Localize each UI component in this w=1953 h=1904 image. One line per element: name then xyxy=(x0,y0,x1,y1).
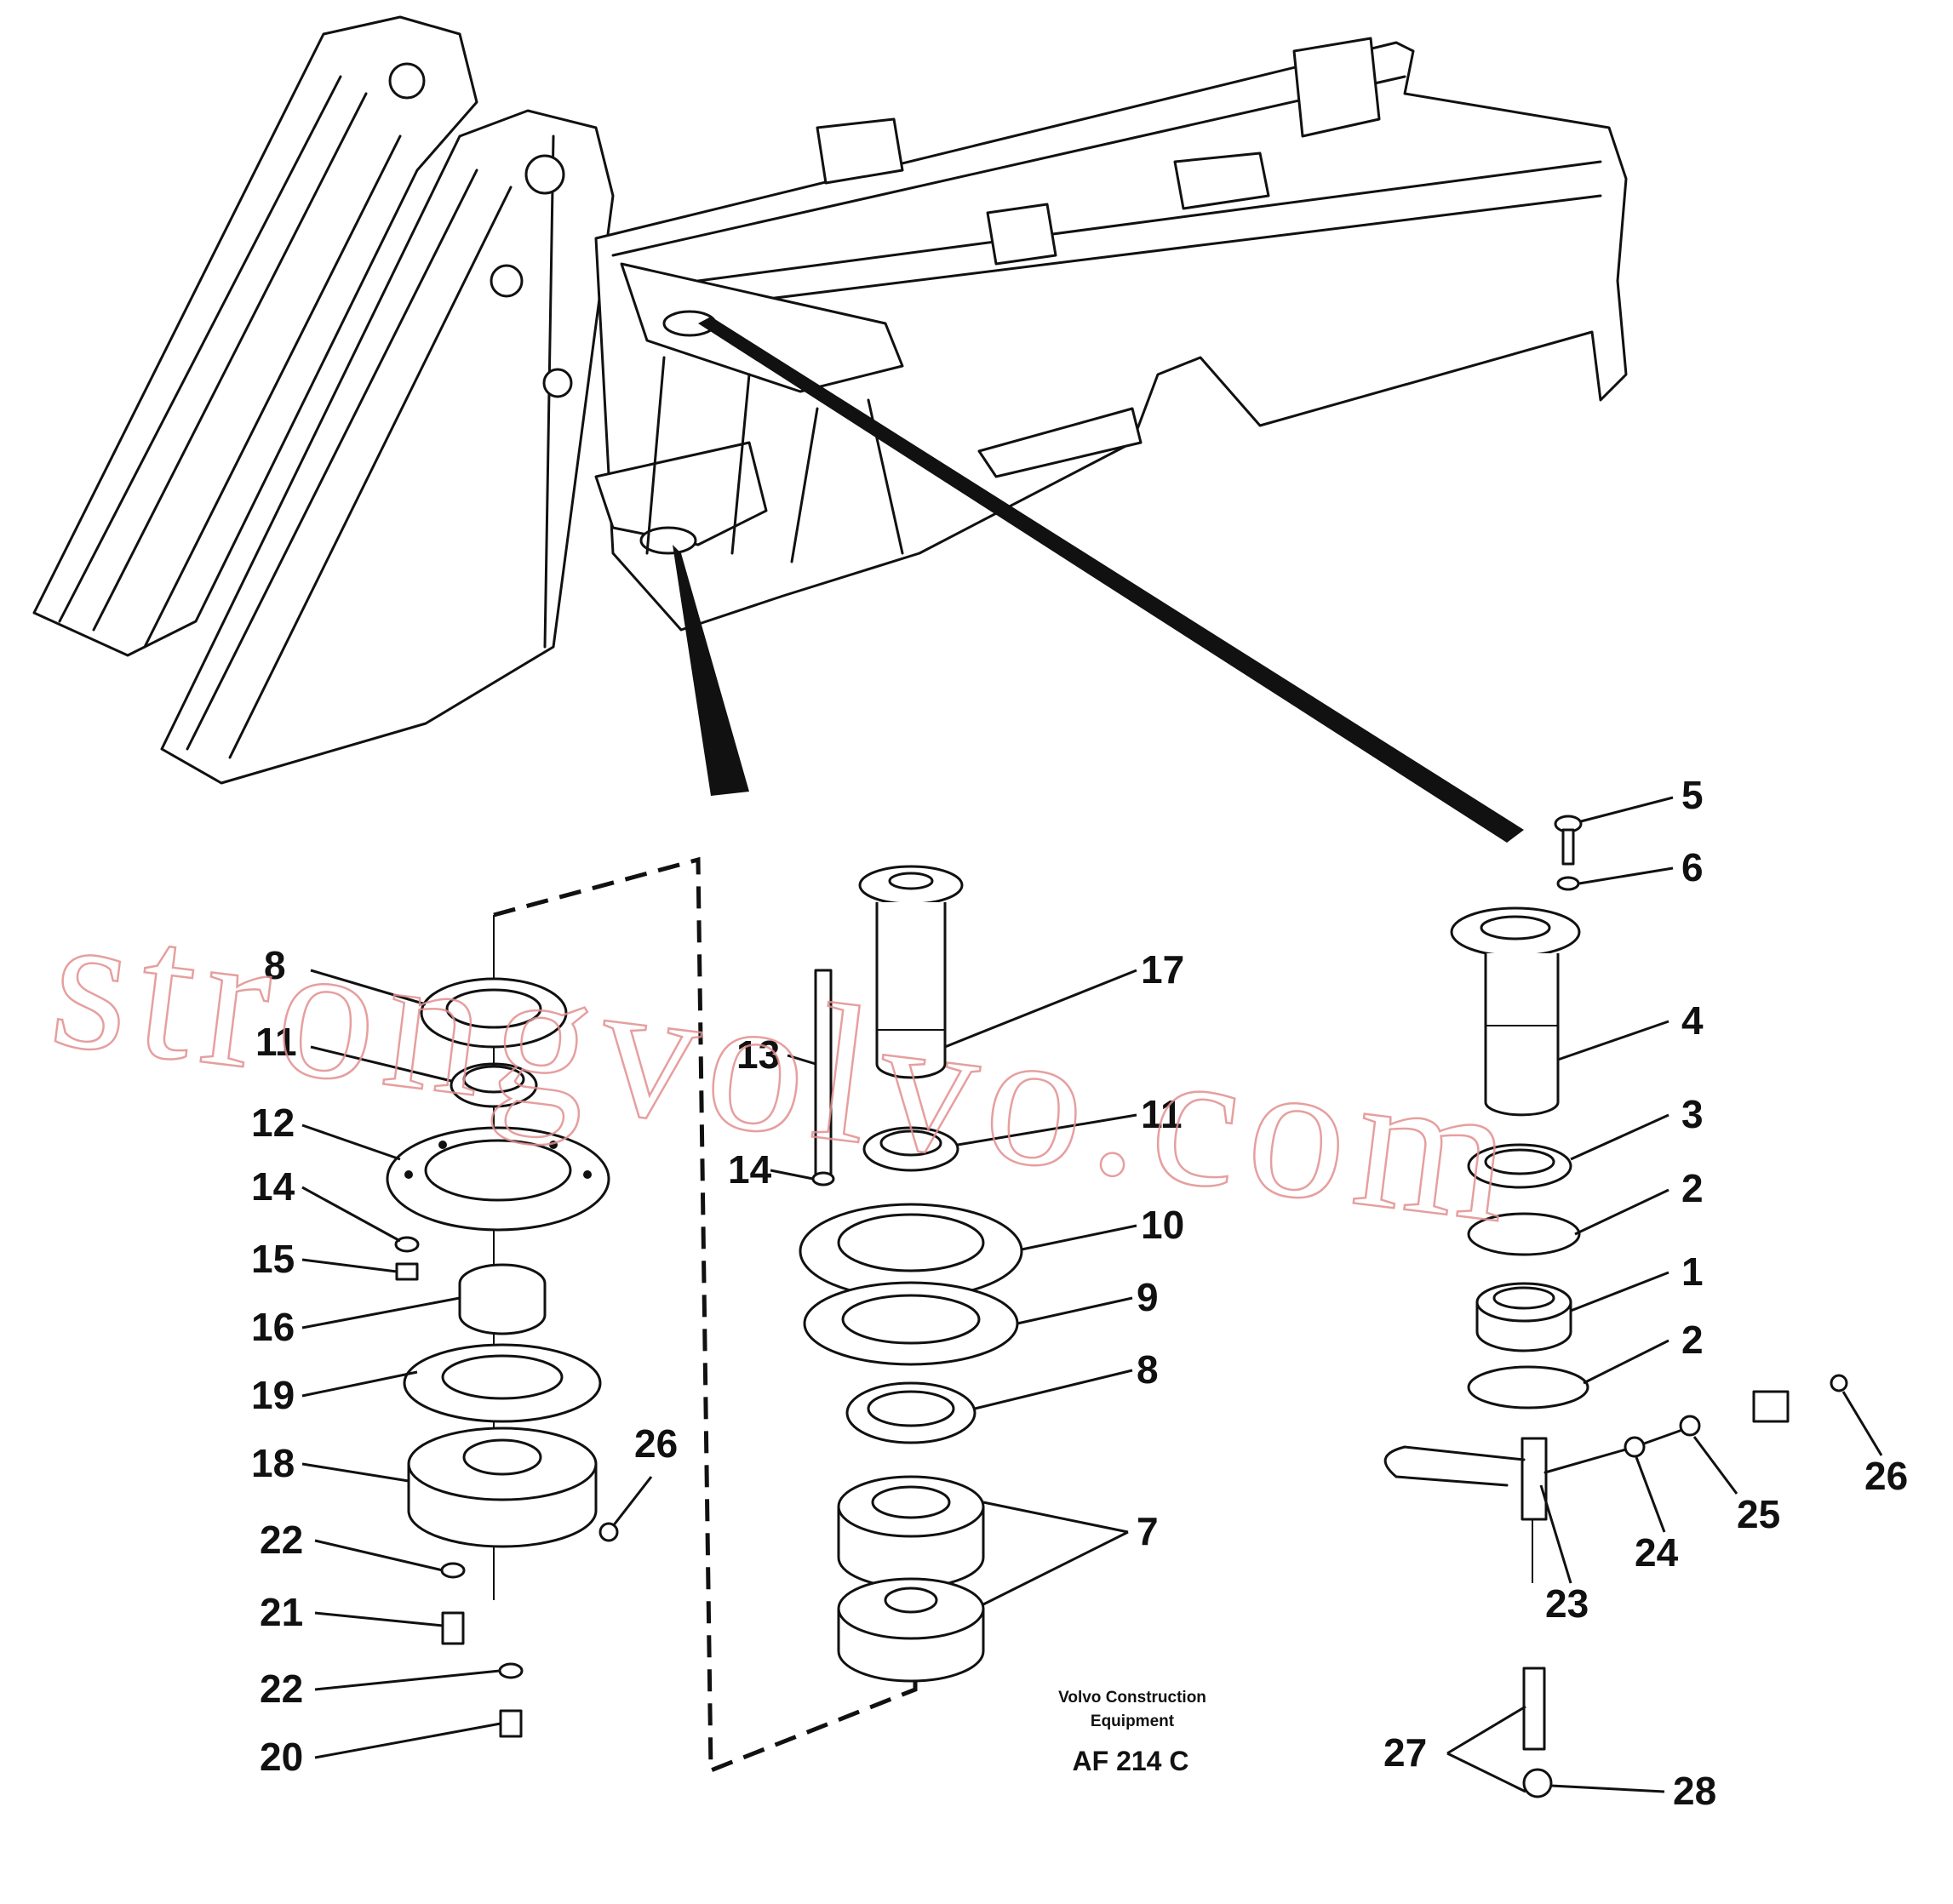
part-label: 2 xyxy=(1681,1166,1704,1210)
part-label: 13 xyxy=(736,1032,780,1077)
part-label: 27 xyxy=(1383,1730,1427,1775)
part-label: 25 xyxy=(1737,1492,1780,1536)
part-label: 5 xyxy=(1681,773,1704,817)
loader-frame-drawing xyxy=(32,15,1628,785)
part-label: 8 xyxy=(264,943,286,987)
part-label: 6 xyxy=(1681,845,1704,889)
drawing-code: AF 214 C xyxy=(1073,1746,1189,1776)
part-label: 8 xyxy=(1137,1347,1159,1392)
pointer-arrow-left xyxy=(673,545,749,796)
part-label: 24 xyxy=(1635,1530,1679,1575)
part-label: 22 xyxy=(260,1667,303,1711)
part-label: 4 xyxy=(1681,998,1704,1043)
part-label: 12 xyxy=(251,1101,295,1145)
right-bearing-group xyxy=(1383,815,1848,1798)
part-label: 26 xyxy=(634,1421,678,1466)
part-label: 3 xyxy=(1681,1092,1704,1136)
part-label: 16 xyxy=(251,1305,295,1349)
labels-middle: 17 13 14 11 10 9 8 7 xyxy=(728,947,1184,1553)
part-label: 2 xyxy=(1681,1318,1704,1362)
part-label: 7 xyxy=(1137,1509,1159,1553)
part-label: 18 xyxy=(251,1441,295,1485)
part-label: 10 xyxy=(1141,1203,1184,1247)
part-label: 21 xyxy=(260,1590,303,1634)
part-label: 23 xyxy=(1545,1581,1589,1626)
part-label: 9 xyxy=(1137,1275,1159,1319)
part-label: 1 xyxy=(1681,1249,1704,1294)
part-label: 11 xyxy=(1141,1092,1183,1136)
middle-bearing-group xyxy=(799,865,1023,1683)
leader-lines xyxy=(301,796,1883,1793)
part-label: 17 xyxy=(1141,947,1184,992)
caption-company: Volvo Construction xyxy=(1058,1689,1206,1707)
part-label: 22 xyxy=(260,1518,303,1562)
part-label: 26 xyxy=(1864,1454,1908,1498)
drawing-caption: Volvo Construction Equipment AF 214 C xyxy=(1058,1689,1206,1776)
labels-left: 8 11 12 14 15 16 19 18 26 22 21 22 20 xyxy=(251,943,678,1779)
part-label: 19 xyxy=(251,1373,295,1417)
part-label: 14 xyxy=(251,1164,295,1209)
left-bearing-group xyxy=(386,856,918,1774)
part-label: 15 xyxy=(251,1237,295,1281)
labels-right: 5 6 4 3 2 1 2 23 24 25 26 27 28 xyxy=(1383,773,1908,1813)
pointer-arrow-right xyxy=(698,317,1524,843)
caption-division: Equipment xyxy=(1091,1712,1175,1730)
part-label: 14 xyxy=(728,1147,772,1192)
group-bracket xyxy=(493,856,918,1774)
part-label: 28 xyxy=(1673,1769,1716,1813)
part-label: 11 xyxy=(255,1020,297,1064)
part-label: 20 xyxy=(260,1735,303,1779)
